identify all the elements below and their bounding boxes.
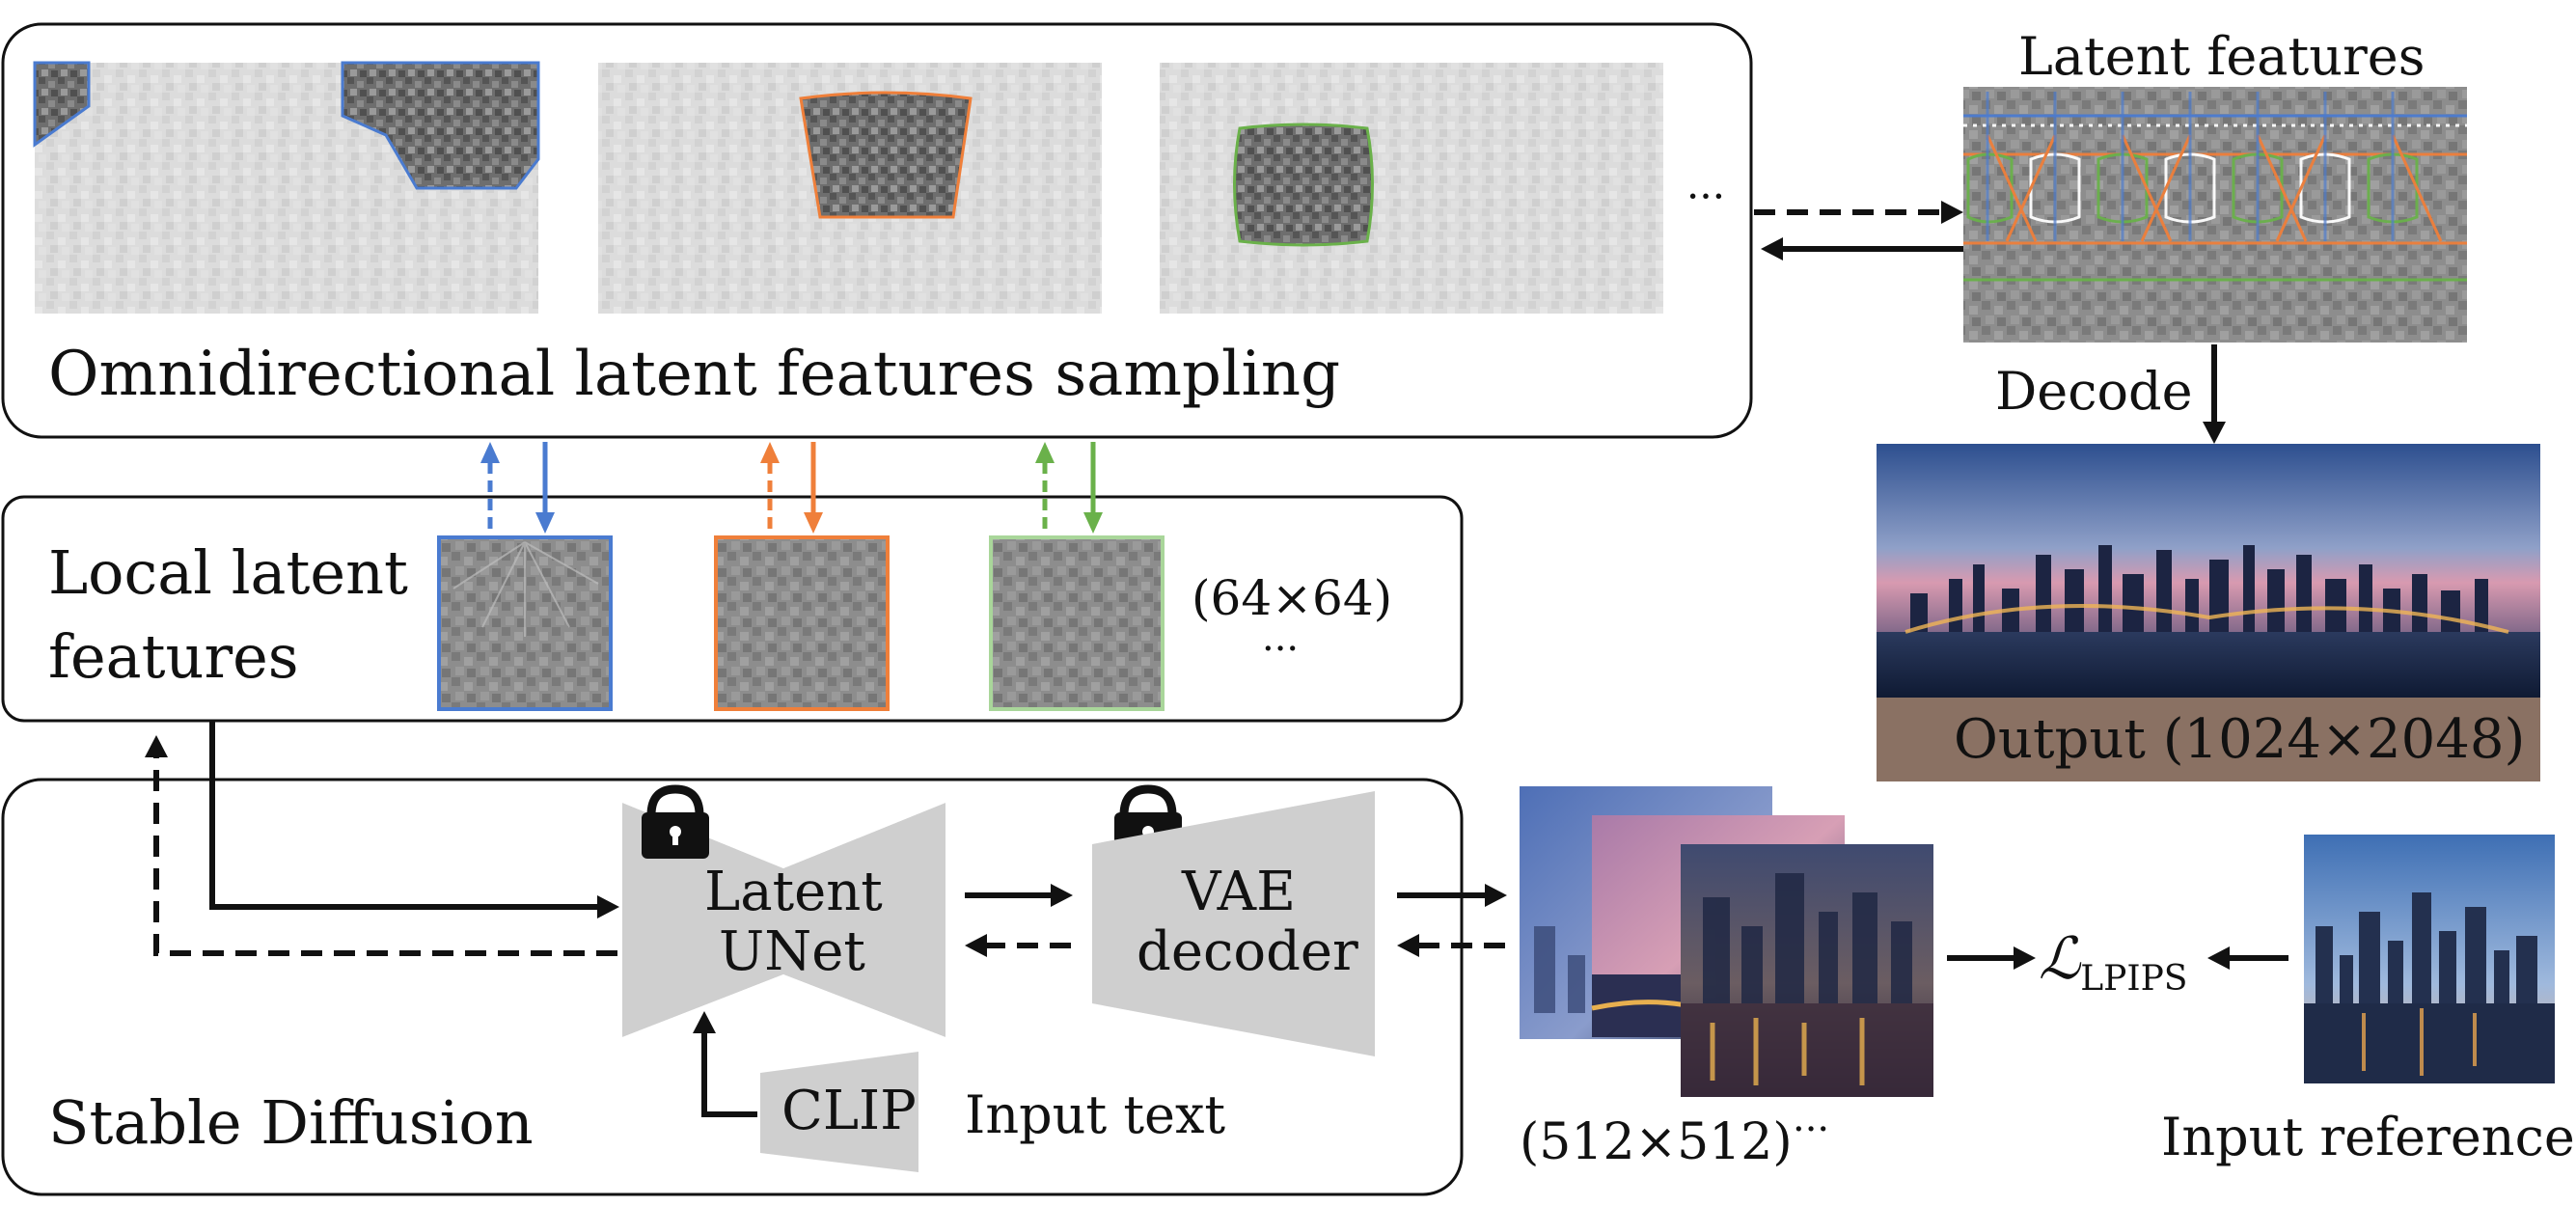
input-reference-label: Input reference (2161, 1107, 2575, 1167)
blue-arrows (480, 442, 555, 534)
sd-box (1, 778, 1464, 1196)
rendered-image-3 (1681, 844, 1933, 1097)
orange-arrows (760, 442, 823, 534)
lock-icon (642, 784, 709, 859)
unet-label-line2: UNet (719, 920, 865, 983)
arrow-unet-to-vae (965, 884, 1073, 907)
loss-subscript: LPIPS (2080, 959, 2188, 999)
sampling-panel-green (1160, 63, 1663, 314)
arrow-local-to-unet (209, 722, 619, 918)
clip-label: CLIP (781, 1080, 917, 1142)
vae-label-line1: VAE (1182, 861, 1296, 923)
arrow-vae-to-unet (965, 934, 1071, 957)
latent-features-map (1963, 87, 2467, 343)
sampling-panel-blue (33, 61, 540, 314)
local-size-label: (64×64) (1192, 570, 1393, 626)
sd-box-title: Stable Diffusion (48, 1087, 534, 1158)
arrow-vae-to-renders (1397, 884, 1507, 907)
vae-decoder-block (1092, 791, 1375, 1056)
top-box-title: Omnidirectional latent features sampling (48, 339, 1341, 410)
local-tile-blue (437, 535, 613, 711)
local-box (1, 495, 1464, 723)
arrow-unet-to-local (145, 735, 617, 956)
loss-label: ℒLPIPS (2039, 925, 2188, 1000)
renders-ellipsis: ··· (1793, 1108, 1830, 1152)
loss-symbol: ℒ (2039, 925, 2081, 993)
arrow-from-latent-features (1761, 237, 1963, 260)
top-box-ellipsis: ··· (1686, 173, 1726, 220)
output-label: Output (1024×2048) (1954, 708, 2526, 771)
output-panorama (1877, 444, 2540, 781)
arrow-renders-to-vae (1397, 934, 1505, 957)
clip-block (760, 1052, 918, 1172)
decode-arrow (2203, 344, 2226, 444)
local-tile-orange (714, 535, 890, 711)
arrow-reference-to-loss (2207, 946, 2288, 970)
renders-size-label: (512×512) (1520, 1113, 1793, 1171)
top-box (1, 22, 1753, 439)
local-box-title-line2: features (48, 621, 299, 692)
arrow-renders-to-loss (1947, 946, 2036, 970)
latent-features-title: Latent features (2018, 26, 2425, 87)
sampling-panel-orange (598, 63, 1102, 314)
local-ellipsis: ··· (1262, 627, 1300, 672)
arrow-clip-to-unet (693, 1011, 757, 1117)
vae-label-line2: decoder (1137, 920, 1358, 983)
input-text-label: Input text (965, 1084, 1226, 1145)
local-tile-green (989, 535, 1165, 711)
input-reference-image (2304, 835, 2555, 1083)
decode-label: Decode (1995, 361, 2193, 422)
local-box-title-line1: Local latent (48, 537, 408, 608)
green-arrows (1035, 442, 1103, 534)
arrow-to-latent-features (1754, 201, 1963, 224)
unet-label-line1: Latent (704, 861, 883, 923)
